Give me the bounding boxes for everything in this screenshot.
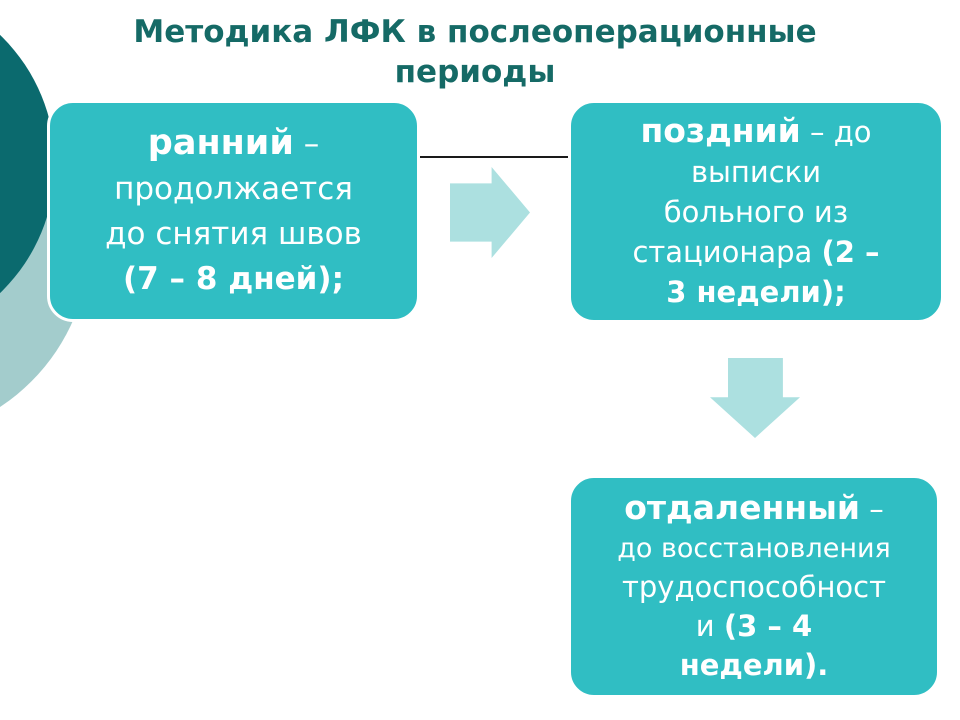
card-line: 3 недели);: [571, 272, 941, 312]
card-line: до снятия швов: [50, 212, 417, 257]
text-segment: –: [860, 492, 884, 526]
card-line: продолжается: [50, 167, 417, 212]
text-segment: и: [695, 609, 724, 643]
text-segment: стационара: [632, 235, 822, 269]
duration-segment: 3 недели);: [666, 275, 846, 309]
text-segment: – до: [800, 115, 872, 149]
arrow-down-icon: [710, 358, 800, 438]
late-period-card: поздний – до выписки больного из стацион…: [568, 100, 944, 323]
early-period-card: ранний – продолжается до снятия швов (7 …: [47, 100, 420, 322]
card-line: отдаленный –: [571, 488, 937, 529]
arrow-right-icon: [450, 167, 530, 258]
text-segment: выписки: [690, 155, 822, 189]
text-segment: больного из: [663, 195, 849, 229]
period-name: поздний: [640, 111, 801, 150]
connector-line: [420, 156, 569, 158]
card-line: поздний – до: [571, 111, 941, 152]
duration-segment: (3 – 4: [723, 609, 813, 643]
card-line: до восстановления: [571, 529, 937, 568]
text-segment: продолжается: [114, 170, 353, 207]
period-name: ранний: [147, 122, 294, 163]
text-segment: до восстановления: [617, 533, 891, 564]
text-segment: –: [293, 125, 320, 162]
text-segment: до снятия швов: [105, 215, 362, 252]
text-segment: трудоспособност: [621, 570, 887, 604]
card-line: недели).: [571, 646, 937, 685]
slide-title: Методика ЛФК в послеоперационные периоды: [133, 14, 817, 90]
card-line: трудоспособност: [571, 568, 937, 607]
remote-period-card: отдаленный – до восстановления трудоспос…: [568, 475, 940, 698]
period-name: отдаленный: [624, 488, 861, 527]
card-line: больного из: [571, 192, 941, 232]
card-line: (7 – 8 дней);: [50, 257, 417, 302]
duration-segment: недели).: [679, 648, 829, 682]
card-line: стационара (2 –: [571, 232, 941, 272]
duration-segment: (2 –: [821, 235, 880, 269]
card-line: выписки: [571, 152, 941, 192]
card-line: ранний –: [50, 121, 417, 167]
card-line: и (3 – 4: [571, 607, 937, 646]
duration-segment: (7 – 8 дней);: [123, 260, 344, 297]
